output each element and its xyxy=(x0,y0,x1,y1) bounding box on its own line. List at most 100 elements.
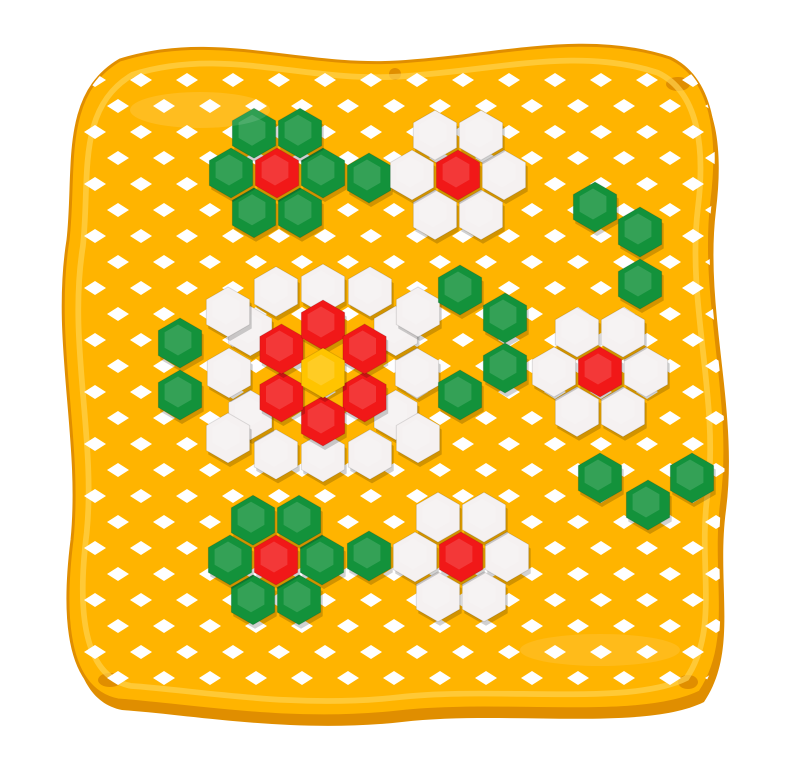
green-peg xyxy=(230,574,277,629)
board-hole xyxy=(521,255,543,269)
board-hole xyxy=(245,99,267,113)
green-peg xyxy=(572,181,619,236)
board-hole xyxy=(314,489,336,503)
board-hole xyxy=(199,619,221,633)
green-peg xyxy=(577,452,624,507)
red-peg xyxy=(259,323,306,378)
board-hole xyxy=(245,255,267,269)
board-hole xyxy=(429,463,451,477)
board-hole xyxy=(475,411,497,425)
board-hole xyxy=(682,229,704,243)
white-peg xyxy=(458,189,505,244)
board-hole xyxy=(567,255,589,269)
board-hole xyxy=(590,645,612,659)
board-hole xyxy=(291,99,313,113)
white-peg xyxy=(461,571,508,626)
board-sheen xyxy=(520,634,680,666)
board-hole xyxy=(682,541,704,555)
board-hole xyxy=(84,645,106,659)
board-hole xyxy=(659,671,681,685)
board-hole xyxy=(337,203,359,217)
board-hole xyxy=(360,645,382,659)
board-hole xyxy=(130,281,152,295)
board-hole xyxy=(222,73,244,87)
board-hole xyxy=(682,177,704,191)
board-hole xyxy=(452,437,474,451)
board-hole xyxy=(682,645,704,659)
board-hole xyxy=(107,619,129,633)
board-hole xyxy=(383,671,405,685)
white-peg xyxy=(394,347,441,402)
board-hole xyxy=(682,385,704,399)
board-hole xyxy=(636,645,658,659)
white-peg xyxy=(300,431,347,486)
board-hole xyxy=(153,463,175,477)
white-peg xyxy=(554,306,601,362)
board-hole xyxy=(130,229,152,243)
board-hole xyxy=(176,281,198,295)
green-peg xyxy=(157,369,204,424)
white-peg xyxy=(415,571,462,626)
red-peg xyxy=(300,299,347,354)
board-hole xyxy=(659,307,681,321)
board-hole xyxy=(107,411,129,425)
board-hole xyxy=(659,567,681,581)
board-hole xyxy=(659,619,681,633)
board-hole xyxy=(544,489,566,503)
green-peg xyxy=(277,107,324,163)
green-peg xyxy=(437,264,484,319)
board-hole xyxy=(130,125,152,139)
board-hole xyxy=(84,281,106,295)
board-hole xyxy=(153,567,175,581)
board-hole xyxy=(314,73,336,87)
white-peg xyxy=(481,149,528,204)
white-peg xyxy=(253,428,300,484)
board-hole xyxy=(659,151,681,165)
board-hole xyxy=(84,593,106,607)
board-hole xyxy=(521,463,543,477)
board-hole xyxy=(636,73,658,87)
board-hole xyxy=(613,671,635,685)
board-hole xyxy=(199,255,221,269)
board-hole xyxy=(268,229,290,243)
board-hole xyxy=(429,619,451,633)
board-hole xyxy=(521,203,543,217)
board-hole xyxy=(107,671,129,685)
red-peg xyxy=(435,149,482,204)
white-peg xyxy=(461,491,508,547)
board-hole xyxy=(659,411,681,425)
board-hole xyxy=(199,671,221,685)
board-hole xyxy=(107,151,129,165)
board-hole xyxy=(199,515,221,529)
board-hole xyxy=(521,99,543,113)
board-hole xyxy=(84,177,106,191)
board-hole xyxy=(567,515,589,529)
board-hole xyxy=(682,125,704,139)
board-hole xyxy=(613,567,635,581)
white-peg xyxy=(458,109,505,165)
board-hole xyxy=(636,541,658,555)
board-hole xyxy=(544,229,566,243)
board-hole xyxy=(130,333,152,347)
green-peg xyxy=(617,258,664,313)
board-hole xyxy=(544,645,566,659)
board-hole xyxy=(544,125,566,139)
board-hole xyxy=(176,177,198,191)
board-hole xyxy=(130,177,152,191)
board-hole xyxy=(544,593,566,607)
board-hole xyxy=(590,593,612,607)
white-peg xyxy=(205,286,252,341)
board-hole xyxy=(291,255,313,269)
board-hole xyxy=(337,619,359,633)
board-hole xyxy=(176,541,198,555)
board-hole xyxy=(590,541,612,555)
red-peg xyxy=(254,147,301,202)
board-hole xyxy=(153,411,175,425)
board-hole xyxy=(590,437,612,451)
board-hole xyxy=(544,541,566,555)
board-hole xyxy=(84,489,106,503)
board-hole xyxy=(107,203,129,217)
board-hole xyxy=(590,73,612,87)
